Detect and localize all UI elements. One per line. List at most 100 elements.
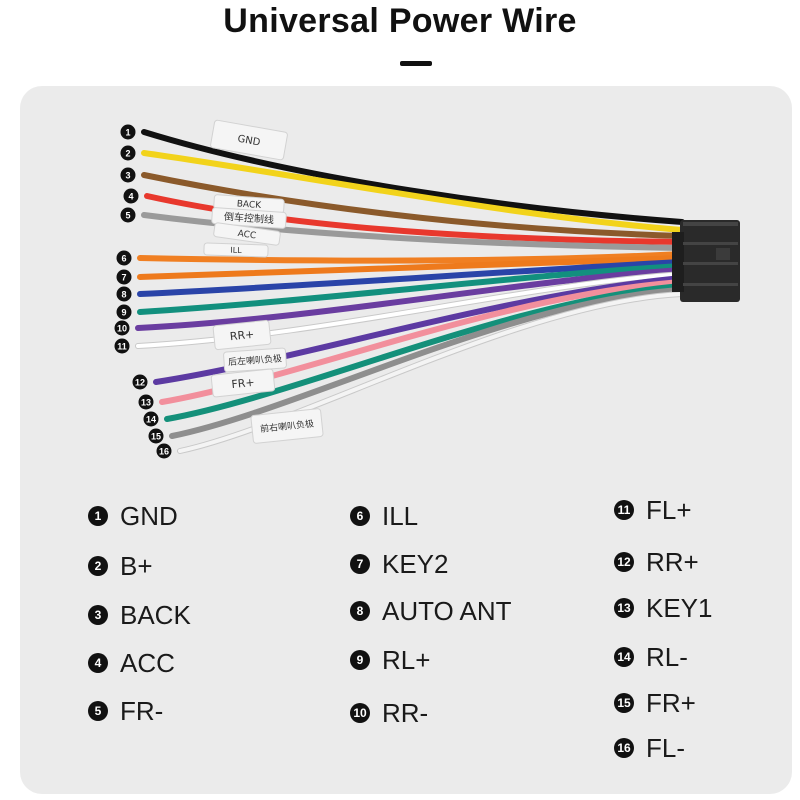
wire-number-text: 11 [117, 342, 127, 352]
legend-label: RL- [646, 641, 688, 672]
wire-number-badge [116, 250, 132, 266]
wire-10 [135, 267, 685, 331]
legend-item: 1 GND [88, 500, 178, 532]
wire-6 [137, 251, 685, 264]
legend-item: 13 KEY1 [614, 592, 713, 624]
wire-number-badge [143, 411, 159, 427]
wire-15 [169, 287, 685, 439]
connector-ridge [683, 283, 738, 286]
legend-number-badge: 6 [350, 506, 370, 526]
legend-label: KEY2 [382, 548, 449, 579]
legend-label: B+ [120, 550, 153, 581]
connector-latch [716, 248, 730, 260]
title-underline [400, 61, 432, 66]
wire-number-text: 5 [125, 211, 130, 221]
wire-tag-text: 倒车控制线 [224, 210, 275, 226]
legend-number-badge: 10 [350, 703, 370, 723]
connector-lip [672, 232, 684, 292]
wire-tag: ACC [213, 222, 281, 246]
wire-number-text: 12 [135, 378, 145, 388]
wire-tag-text: GND [237, 134, 262, 149]
wire-number-text: 2 [125, 149, 130, 159]
legend-label: FR- [120, 695, 164, 726]
wire-tag-text: 后左喇叭负极 [228, 352, 283, 368]
wire-connector [672, 220, 740, 302]
wire-number-text: 6 [121, 254, 126, 264]
wire-12 [153, 275, 685, 385]
legend-label: BACK [120, 599, 191, 630]
legend-number-badge: 11 [614, 500, 634, 520]
legend-number-badge: 1 [88, 506, 108, 526]
wire-tag: ILL [203, 242, 269, 258]
page-title: Universal Power Wire [223, 2, 577, 40]
wire-2 [141, 150, 685, 233]
wire-number-badge [138, 394, 154, 410]
wire-number-text: 3 [125, 171, 130, 181]
wire-tag-body [250, 408, 324, 444]
wire-number-badge [156, 443, 172, 459]
wire-3 [141, 172, 685, 239]
wire-number-badge [114, 320, 130, 336]
wire-number-badge [123, 188, 139, 204]
wire-number-badge [114, 338, 130, 354]
wire-tag-text: BACK [236, 199, 262, 211]
wire-1 [141, 129, 685, 225]
wire-number-text: 15 [151, 432, 161, 442]
wire-7 [137, 255, 685, 280]
wire-tag: RR+ [212, 319, 272, 351]
wire-number-badge [120, 167, 136, 183]
legend-number-badge: 14 [614, 647, 634, 667]
connector-body [680, 220, 740, 302]
wire-number-text: 4 [128, 192, 133, 202]
wire-tag-body [213, 222, 281, 246]
wire-number-badge [132, 374, 148, 390]
legend-number-badge: 4 [88, 653, 108, 673]
wire-number-text: 7 [121, 273, 126, 283]
connector-ridge [683, 222, 738, 226]
legend-number-badge: 2 [88, 556, 108, 576]
wire-14 [164, 283, 685, 422]
wire-tag-text: FR+ [231, 376, 255, 391]
wire-tag-text: ILL [230, 246, 242, 255]
wire-number-text: 1 [125, 128, 130, 138]
legend-label: FR+ [646, 687, 696, 718]
legend-label: ACC [120, 647, 175, 678]
wire-tag-body [211, 207, 287, 229]
wire-8 [137, 259, 685, 297]
wire-tag-text: ACC [237, 229, 257, 241]
wire-number-text: 10 [117, 324, 127, 334]
wire-number-badge [148, 428, 164, 444]
legend-label: KEY1 [646, 592, 713, 623]
legend-label: GND [120, 500, 178, 531]
legend-label: FL- [646, 732, 685, 763]
legend-item: 14 RL- [614, 641, 688, 673]
wire-tag: FR+ [210, 368, 276, 398]
wire-number-text: 9 [121, 308, 126, 318]
wire-5 [141, 212, 685, 251]
wire-tag: 倒车控制线 [211, 207, 287, 229]
legend-label: ILL [382, 500, 419, 531]
wire-16 [178, 292, 684, 453]
wire-number-text: 13 [141, 398, 151, 408]
wire-number-badge [120, 124, 136, 140]
wire-tag-body [223, 347, 287, 373]
wire-number-badge [120, 145, 136, 161]
content-card [20, 86, 792, 794]
wire-tag-text: RR+ [229, 328, 255, 343]
wire-number-badge [120, 207, 136, 223]
wire-tag: GND [210, 119, 288, 161]
legend-number-badge: 12 [614, 552, 634, 572]
connector-ridge [683, 242, 738, 245]
legend-number-badge: 3 [88, 605, 108, 625]
legend-number-badge: 13 [614, 598, 634, 618]
